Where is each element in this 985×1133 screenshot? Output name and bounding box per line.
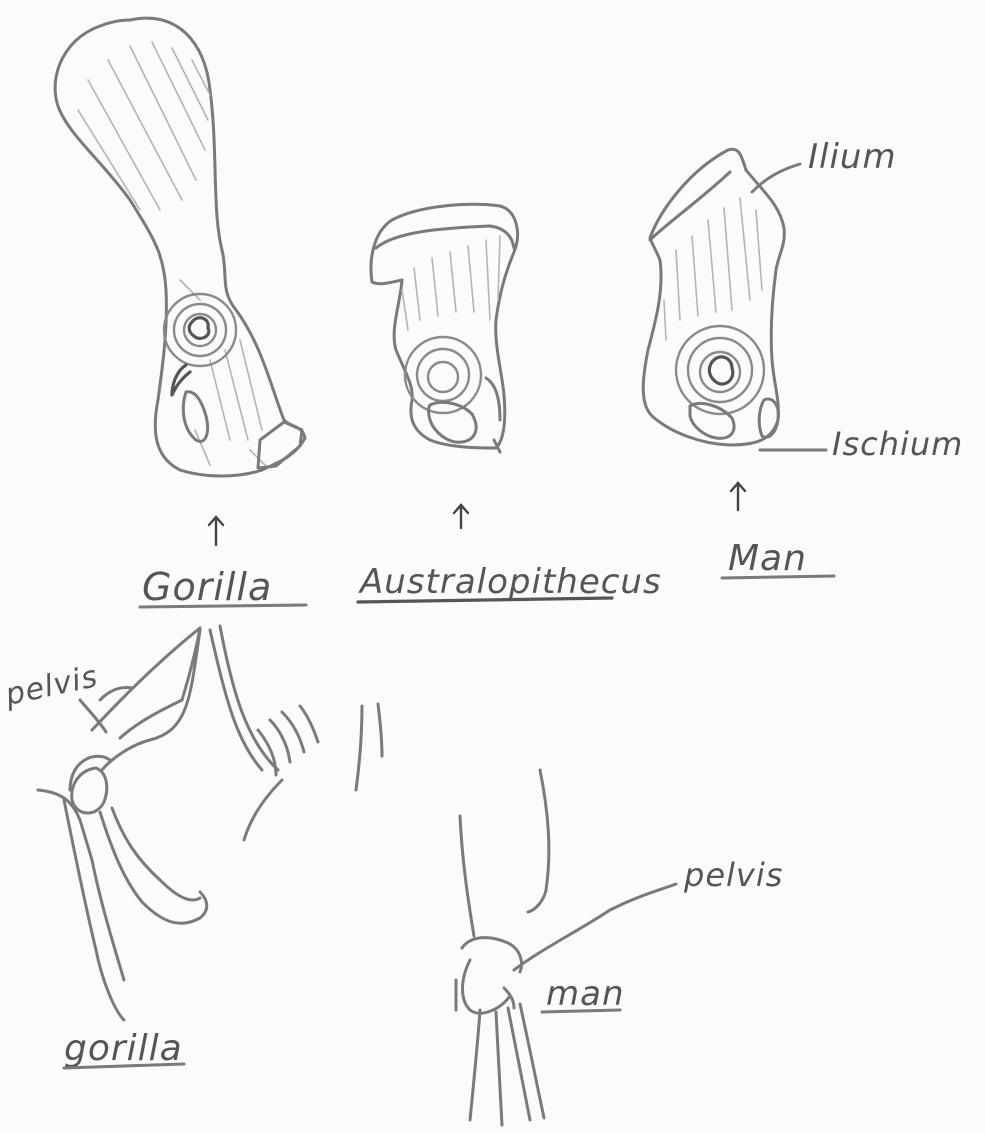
title-man-underline: [722, 576, 834, 578]
man-pelvis-drawing: [643, 149, 826, 450]
indicator-arrows: [209, 483, 745, 545]
caption-gorilla: gorilla: [64, 1028, 183, 1069]
gorilla-pelvis-drawing: [55, 18, 305, 476]
man-skeleton-drawing: [356, 704, 676, 1125]
title-australopithecus: Australopithecus: [358, 562, 662, 602]
label-ilium: Ilium: [808, 137, 897, 177]
title-gorilla-underline: [140, 605, 306, 607]
australopithecus-pelvis-drawing: [371, 204, 518, 452]
arrow-up-icon: [454, 505, 468, 528]
label-ischium: Ischium: [832, 425, 963, 463]
caption-man: man: [546, 974, 625, 1014]
label-pelvis-gorilla: pelvis: [1, 659, 101, 713]
caption-man-underline: [542, 1010, 620, 1012]
arrow-up-icon: [731, 483, 745, 510]
label-pelvis-man: pelvis: [683, 856, 783, 894]
arrow-up-icon: [209, 517, 223, 545]
title-gorilla: Gorilla: [142, 565, 272, 609]
title-man: Man: [728, 538, 807, 579]
